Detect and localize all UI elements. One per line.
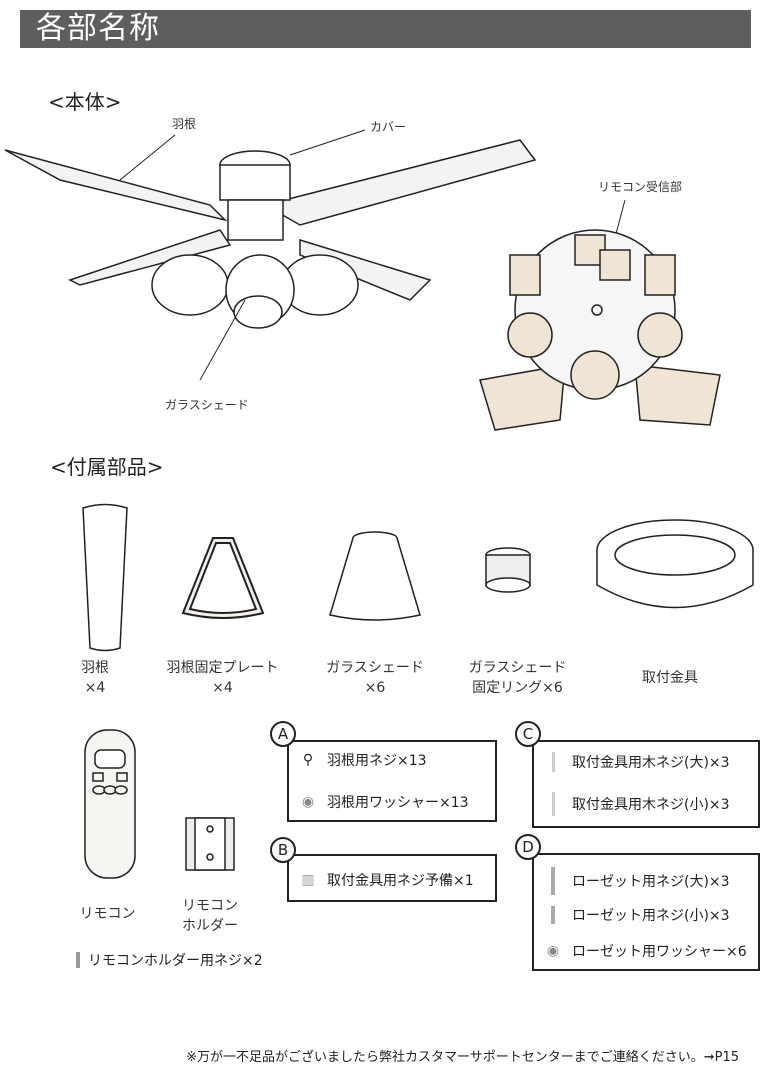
group-b-badge: B xyxy=(270,837,296,863)
part-shade-label: ガラスシェード×6 xyxy=(326,660,424,696)
part-bracket-label: 取付金具 xyxy=(642,670,698,686)
part-ring-label: ガラスシェード固定リング×6 xyxy=(468,660,567,696)
screw-icon xyxy=(76,952,80,968)
label-receiver: リモコン受信部 xyxy=(598,180,683,194)
group-c-box: 取付金具用木ネジ(大)×3 取付金具用木ネジ(小)×3 xyxy=(532,740,760,828)
footer-note: ※万が一不足品がございましたら弊社カスタマーサポートセンターまでご連絡ください。… xyxy=(186,1050,739,1065)
mounting-bracket-icon xyxy=(596,519,754,609)
remote-label: リモコン xyxy=(79,906,136,922)
group-b-box: ▥取付金具用ネジ予備×1 xyxy=(287,854,497,902)
glass-shade-icon xyxy=(329,531,421,621)
list-item: ◉ローゼット用ワッシャー×6 xyxy=(534,941,747,961)
part-blade-label: 羽根×4 xyxy=(81,660,109,696)
blade-plate-icon xyxy=(181,537,265,619)
blade-icon xyxy=(82,503,128,652)
ceiling-fan-illustration xyxy=(4,129,537,381)
remote-holder-icon xyxy=(185,817,235,871)
list-item: ⚲羽根用ネジ×13 xyxy=(289,750,427,770)
holder-screw-item: リモコンホルダー用ネジ×2 xyxy=(76,950,263,970)
accessories-heading: <付属部品> xyxy=(50,455,164,479)
group-d-box: ローゼット用ネジ(大)×3 ローゼット用ネジ(小)×3 ◉ローゼット用ワッシャー… xyxy=(532,853,760,971)
label-glass-shade: ガラスシェード xyxy=(165,398,249,412)
list-item: ◉羽根用ワッシャー×13 xyxy=(289,792,469,812)
wood-screw-icon xyxy=(534,752,572,772)
part-plate-label: 羽根固定プレート×4 xyxy=(166,660,279,696)
label-cover: カバー xyxy=(370,120,407,134)
wood-screw-icon xyxy=(534,792,572,816)
list-item: 取付金具用木ネジ(小)×3 xyxy=(534,792,730,816)
holder-label: リモコンホルダー xyxy=(182,898,238,934)
fixing-ring-icon xyxy=(485,547,531,593)
screw-icon: ⚲ xyxy=(302,752,314,768)
list-item: 取付金具用木ネジ(大)×3 xyxy=(534,752,730,772)
group-c-badge: C xyxy=(515,721,541,747)
remote-icon xyxy=(84,729,136,879)
washer-icon: ◉ xyxy=(546,943,560,959)
long-screw-icon xyxy=(534,867,572,895)
main-unit-heading: <本体> xyxy=(48,90,122,114)
list-item: ローゼット用ネジ(小)×3 xyxy=(534,905,730,925)
group-a-badge: A xyxy=(270,721,296,747)
list-item: ローゼット用ネジ(大)×3 xyxy=(534,867,730,895)
group-d-badge: D xyxy=(515,834,541,860)
receiver-illustration xyxy=(479,199,721,431)
washer-icon: ◉ xyxy=(301,794,315,810)
group-a-box: ⚲羽根用ネジ×13 ◉羽根用ワッシャー×13 xyxy=(287,740,497,822)
label-blade: 羽根 xyxy=(172,117,197,131)
short-screw-icon xyxy=(534,906,572,924)
bolt-icon: ▥ xyxy=(301,872,315,888)
page-title: 各部名称 xyxy=(20,10,751,48)
list-item: ▥取付金具用ネジ予備×1 xyxy=(289,870,473,890)
